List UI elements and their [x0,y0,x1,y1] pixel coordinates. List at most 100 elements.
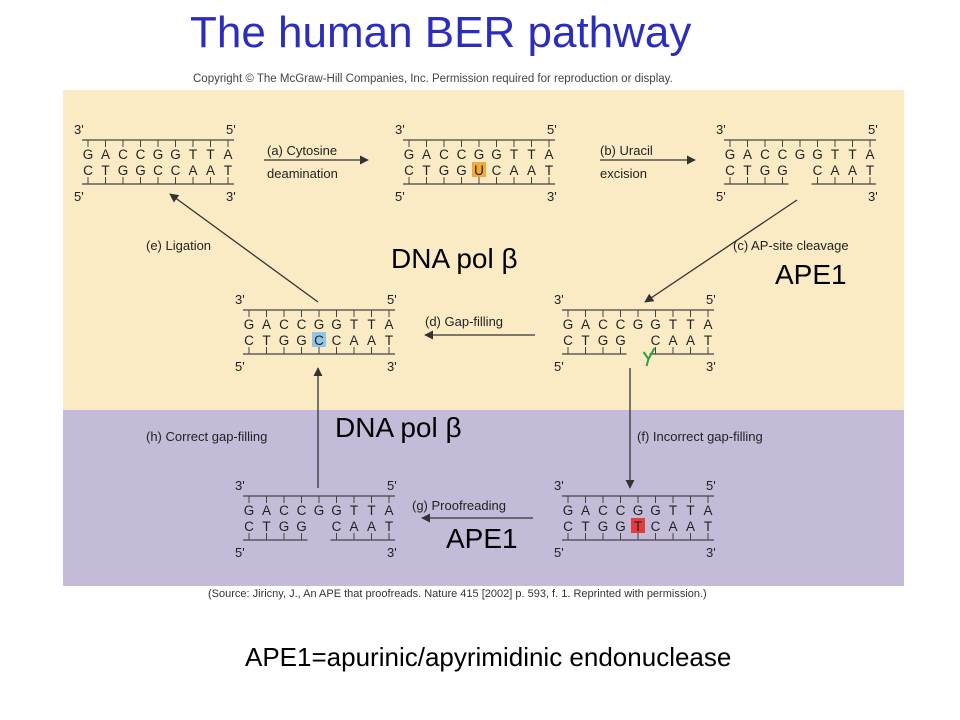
step-g-label: (g) Proofreading [412,498,506,513]
bottom-base: A [367,333,376,348]
top-base: C [136,147,146,162]
top-base: G [153,147,164,162]
top-base: G [633,503,644,518]
strand-end-5prime: 5' [554,545,564,560]
top-base: T [189,147,197,162]
top-base: T [686,317,694,332]
top-base: G [83,147,94,162]
top-base: C [760,147,770,162]
bottom-base: U [474,163,484,178]
modified-base-highlight [631,518,645,533]
bottom-base: T [634,519,642,534]
bottom-base: G [456,163,467,178]
bottom-panel-background [63,410,904,586]
top-base: C [118,147,128,162]
copyright-notice: Copyright © The McGraw-Hill Companies, I… [193,73,673,85]
top-base: C [279,317,289,332]
bottom-base: G [118,163,129,178]
strand-end-3prime: 3' [706,545,716,560]
bottom-base: C [244,519,254,534]
top-panel-background [63,90,904,410]
bottom-base: G [777,163,788,178]
step-b-label-2: excision [600,166,647,181]
strand-end-3prime: 3' [554,478,564,493]
strand-end-3prime: 3' [235,292,245,307]
step-e-label: (e) Ligation [146,238,211,253]
top-base: G [314,503,325,518]
top-base: A [384,503,393,518]
strand-end-3prime: 3' [235,478,245,493]
top-base: G [331,317,342,332]
bottom-base: T [224,163,232,178]
bottom-base: G [439,163,450,178]
bottom-base: A [848,163,857,178]
bottom-base: C [651,333,661,348]
bottom-base: C [83,163,93,178]
top-base: G [331,503,342,518]
bottom-base: A [830,163,839,178]
top-base: G [650,317,661,332]
top-base: G [812,147,823,162]
top-base: G [474,147,485,162]
ape1-label-bottom: APE1 [446,523,518,554]
top-base: A [262,503,271,518]
top-base: C [778,147,788,162]
top-base: G [170,147,181,162]
strand-end-5prime: 5' [716,189,726,204]
top-base: C [439,147,449,162]
bottom-base: A [686,333,695,348]
bottom-base: C [813,163,823,178]
bottom-base: C [563,333,573,348]
modified-base-highlight [472,162,486,177]
bottom-base: T [581,333,589,348]
step-c-label: (c) AP-site cleavage [733,238,849,253]
step-h-label: (h) Correct gap-filling [146,429,267,444]
bottom-base: C [244,333,254,348]
bottom-base: C [563,519,573,534]
top-base: A [262,317,271,332]
bottom-base: A [349,333,358,348]
top-base: T [686,503,694,518]
top-base: C [616,503,626,518]
top-base: G [404,147,415,162]
bottom-base: A [349,519,358,534]
bottom-base: T [422,163,430,178]
top-base: G [244,317,255,332]
bottom-base: T [581,519,589,534]
bottom-base: G [760,163,771,178]
top-base: T [350,503,358,518]
bottom-base: C [404,163,414,178]
bottom-base: A [206,163,215,178]
bottom-base: T [743,163,751,178]
modified-base-highlight [312,332,326,347]
bottom-base: G [598,519,609,534]
bottom-base: C [492,163,502,178]
strand-end-5prime: 5' [868,122,878,137]
bottom-base: G [598,333,609,348]
bottom-base: T [262,333,270,348]
top-base: C [616,317,626,332]
bottom-base: A [686,519,695,534]
top-base: T [848,147,856,162]
top-base: T [206,147,214,162]
strand-end-3prime: 3' [395,122,405,137]
bottom-base: G [279,333,290,348]
top-base: C [297,317,307,332]
top-base: A [581,503,590,518]
bottom-base: A [668,519,677,534]
top-base: A [581,317,590,332]
bottom-base: A [527,163,536,178]
strand-end-5prime: 5' [226,122,236,137]
bottom-base: A [509,163,518,178]
top-base: A [703,317,712,332]
strand-end-3prime: 3' [868,189,878,204]
strand-end-5prime: 5' [706,478,716,493]
top-base: A [422,147,431,162]
